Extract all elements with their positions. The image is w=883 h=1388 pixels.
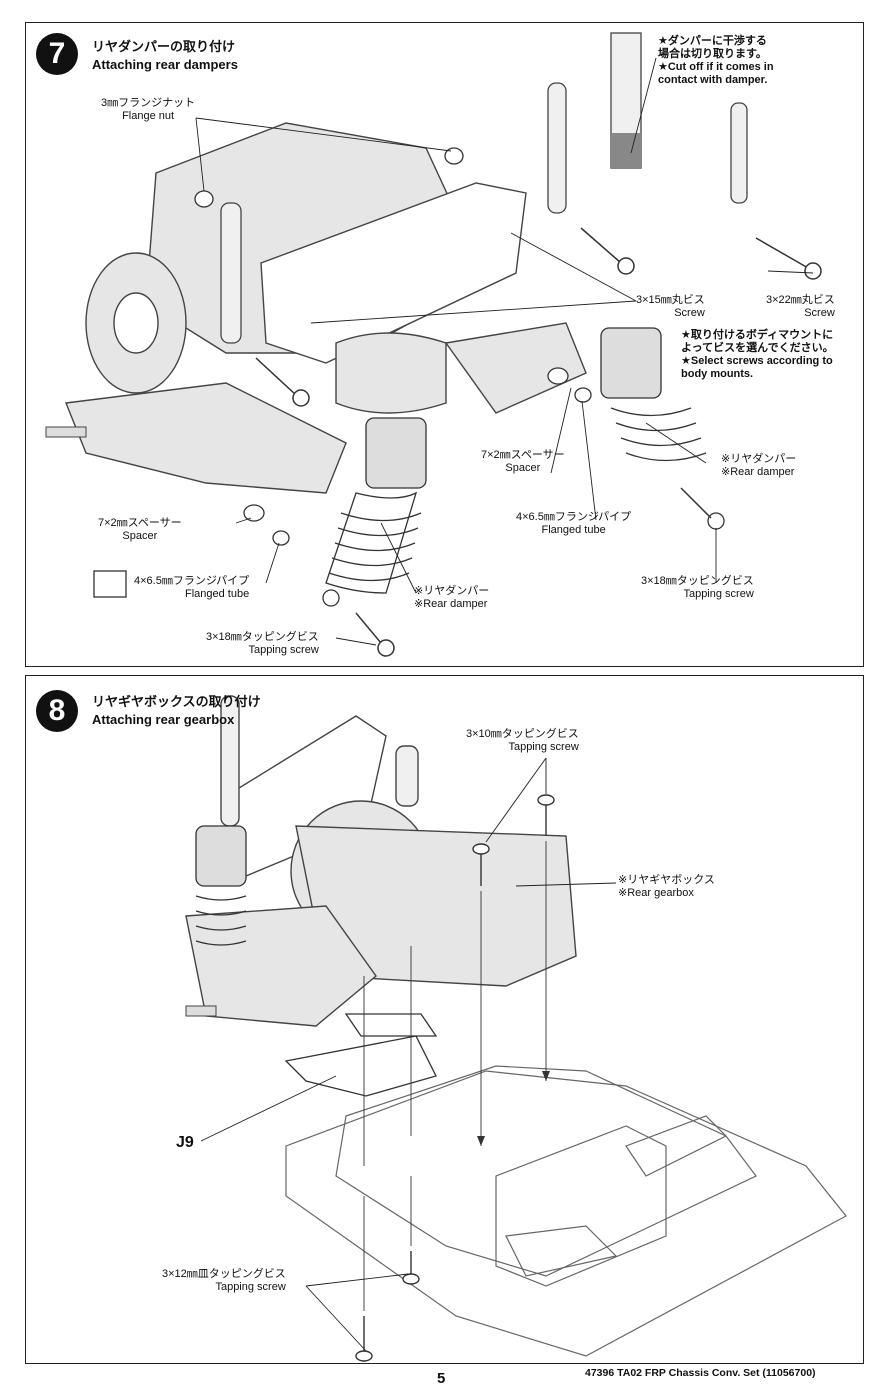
label-flange-nut: 3㎜フランジナット Flange nut xyxy=(101,97,196,122)
note-select-screws: ★取り付けるボディマウントに よってビスを選んでください。 ★Select sc… xyxy=(681,329,834,380)
label-tapping-screw-12mm: 3×12㎜皿タッピングビス Tapping screw xyxy=(162,1268,286,1293)
label-screw-22mm: 3×22㎜丸ビス Screw xyxy=(766,294,835,319)
label-rear-damper-center: ※リヤダンパー ※Rear damper xyxy=(414,585,490,610)
step-number-badge: 8 xyxy=(36,690,78,732)
step-number-badge: 7 xyxy=(36,33,78,75)
note-cut-off: ★ダンパーに干渉する 場合は切り取ります。 ★Cut off if it com… xyxy=(658,35,774,86)
set-info: 47396 TA02 FRP Chassis Conv. Set (110567… xyxy=(585,1367,816,1379)
step-title-en: Attaching rear dampers xyxy=(92,57,238,72)
label-part-j9: J9 xyxy=(176,1134,194,1151)
step-title-jp: リヤギヤボックスの取り付け xyxy=(92,694,261,709)
label-tapping-screw-right: 3×18㎜タッピングビス Tapping screw xyxy=(641,575,754,600)
label-spacer-left: 7×2㎜スペーサー Spacer xyxy=(98,517,182,542)
label-screw-15mm: 3×15㎜丸ビス Screw xyxy=(636,294,705,319)
step-title-jp: リヤダンパーの取り付け xyxy=(92,39,236,54)
rear-gearbox-assembly-illustration xyxy=(185,695,847,1362)
label-tapping-screw-center: 3×18㎜タッピングビス Tapping screw xyxy=(206,631,319,656)
step-7-panel: 7 リヤダンパーの取り付け Attaching rear dampers 3㎜フ… xyxy=(25,22,864,667)
label-flanged-tube-right: 4×6.5㎜フランジパイプ Flanged tube xyxy=(516,511,632,536)
page-number: 5 xyxy=(437,1370,446,1387)
label-flanged-tube-left: 4×6.5㎜フランジパイプ Flanged tube xyxy=(134,575,250,600)
rear-damper-assembly-illustration xyxy=(45,32,822,657)
label-tapping-screw-10mm: 3×10㎜タッピングビス Tapping screw xyxy=(466,728,579,753)
step-title-en: Attaching rear gearbox xyxy=(92,712,235,727)
label-rear-gearbox: ※リヤギヤボックス ※Rear gearbox xyxy=(618,874,715,899)
label-rear-damper-right: ※リヤダンパー ※Rear damper xyxy=(721,453,797,478)
label-spacer-right: 7×2㎜スペーサー Spacer xyxy=(481,449,565,474)
step-8-panel: 8 リヤギヤボックスの取り付け Attaching rear gearbox 3… xyxy=(25,675,864,1364)
